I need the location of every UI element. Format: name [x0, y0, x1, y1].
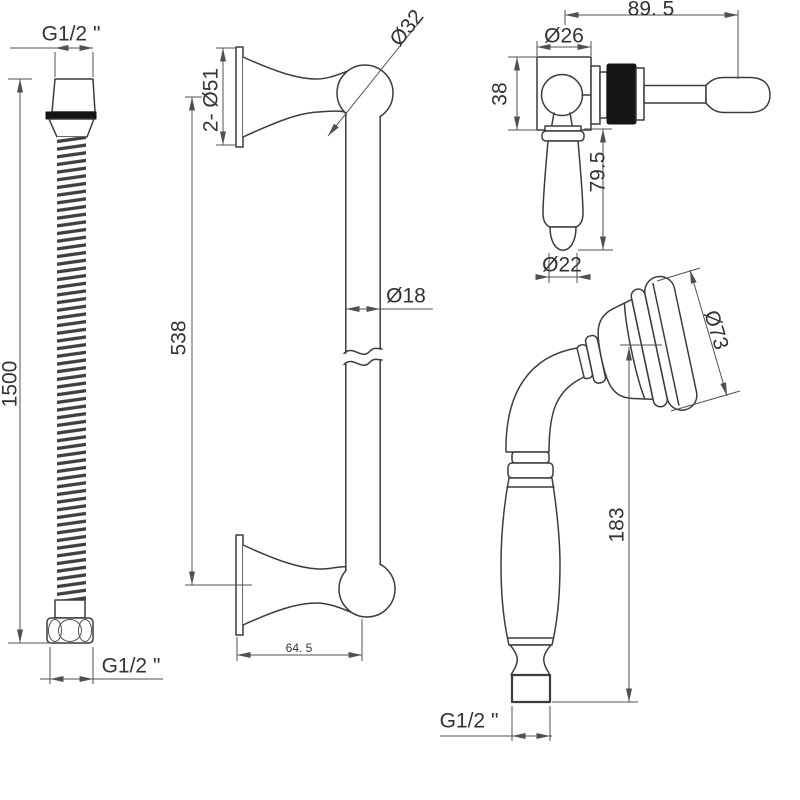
hose-top-connector	[51, 78, 96, 113]
dim-bracket-body-height: 38	[489, 56, 537, 131]
hose-length-label: 1500	[0, 361, 22, 408]
dim-hose-bottom-thread: G1/2 "	[40, 647, 163, 684]
lever-collar-ring	[635, 67, 645, 121]
bottom-bell-upper-edge	[242, 544, 353, 570]
top-wall-flange	[235, 46, 244, 148]
bracket-body-height-label: 38	[489, 82, 512, 105]
hose-bottom-thread-label: G1/2 "	[102, 655, 161, 678]
handle-joint-ring-upper	[511, 451, 550, 464]
hex-nut-facet-left	[48, 619, 62, 642]
handset-connector	[510, 673, 552, 704]
bracket-collar-disc	[541, 130, 585, 142]
top-bell-lower-edge	[242, 110, 349, 138]
bracket-cone	[542, 140, 584, 228]
bracket-reach-label: 89. 5	[628, 0, 675, 21]
hose-top-neck	[48, 118, 95, 138]
head-dia-label: Ø73	[699, 308, 733, 353]
hex-nut-facet-center	[58, 619, 82, 642]
slide-rail	[235, 46, 396, 636]
bar-length-label: 538	[168, 320, 191, 355]
lever-shaft	[643, 84, 707, 104]
handset-neck	[505, 347, 585, 453]
dim-bar-offset: 64. 5	[236, 619, 363, 661]
hex-nut	[46, 617, 94, 644]
head-face-ring	[652, 282, 680, 406]
hose-bottom-ferrule	[54, 599, 86, 619]
bottom-bell-lower-edge	[242, 602, 354, 626]
head-face-plate	[644, 275, 698, 411]
handset	[500, 275, 698, 704]
hex-nut-facet-right	[78, 619, 92, 642]
handset-head	[576, 275, 698, 411]
bracket-ball-joint	[540, 73, 584, 117]
hose-top-washer-band	[45, 111, 97, 120]
dim-bracket-tip-dia: Ø22	[535, 253, 591, 283]
shower-hose	[45, 78, 97, 644]
lever-grip	[705, 76, 771, 114]
knurled-ring	[606, 63, 637, 125]
lever-flange-inner	[599, 71, 608, 119]
dim-bar-length: 538	[168, 96, 252, 586]
top-bell-upper-edge	[242, 56, 352, 80]
bracket-body-dia-label: Ø26	[544, 25, 584, 48]
handle-waist	[509, 644, 552, 676]
hose-corrugated-tube	[57, 137, 86, 600]
handset-thread-label: G1/2 "	[440, 710, 499, 733]
handle-length-label: 183	[606, 507, 629, 542]
dim-hose-top-thread: G1/2 "	[10, 23, 101, 77]
bar-diameter-label: Ø18	[386, 285, 426, 308]
wall-bracket	[536, 56, 771, 251]
break-wave-lower	[343, 358, 383, 367]
handle-barrel-bands	[506, 486, 555, 639]
dim-bar-diameter: Ø18	[346, 285, 433, 312]
bracket-tip-dia-label: Ø22	[542, 254, 582, 277]
handle-barrel	[500, 477, 561, 646]
bracket-dome-tip	[549, 226, 577, 251]
hose-top-thread-label: G1/2 "	[42, 23, 101, 46]
bar-offset-label: 64. 5	[286, 641, 313, 655]
lever-flange-outer	[590, 65, 601, 125]
dim-handle-length: 183	[552, 344, 662, 703]
dim-bar-flange: 2- Ø51	[200, 47, 236, 146]
bar-knob-label: Ø32	[386, 5, 429, 50]
bracket-drop-label: 79.5	[587, 152, 610, 193]
dim-hose-length: 1500	[0, 78, 52, 644]
dim-bracket-drop: 79.5	[578, 128, 613, 251]
bar-flange-label: 2- Ø51	[200, 68, 223, 132]
dim-handset-thread: G1/2 "	[440, 706, 552, 741]
break-wave-upper	[343, 347, 383, 356]
dim-bracket-reach: 89. 5	[564, 0, 739, 79]
dim-bracket-body-dia: Ø26	[536, 25, 592, 56]
handle-joint-ring-lower	[507, 462, 554, 479]
